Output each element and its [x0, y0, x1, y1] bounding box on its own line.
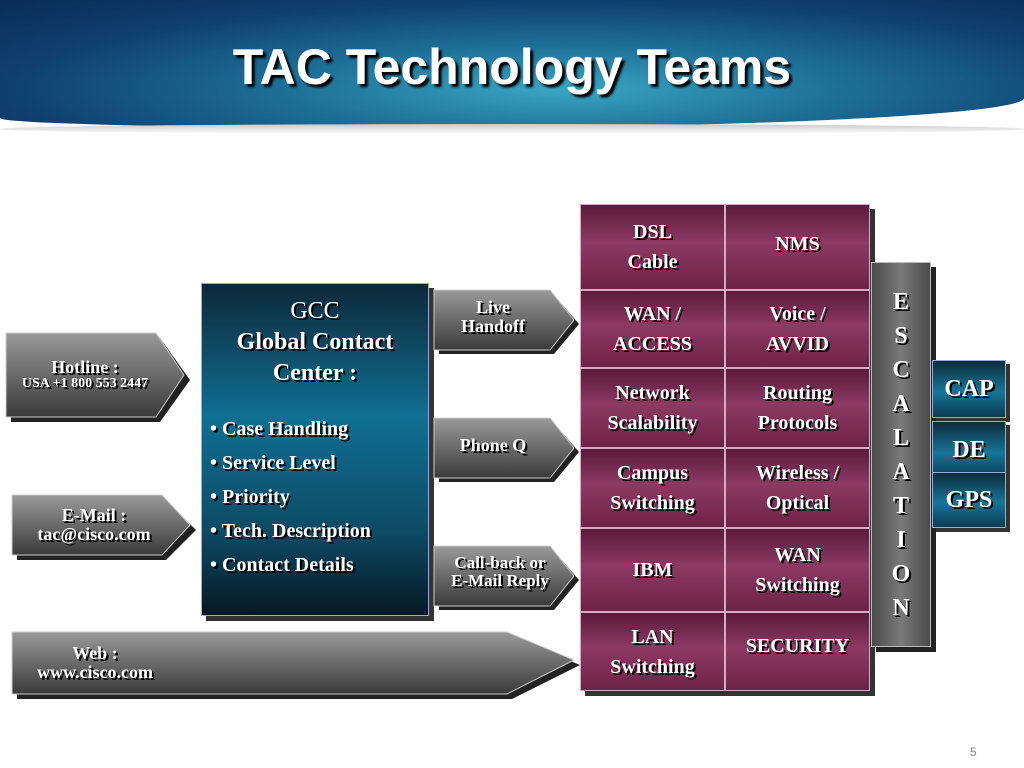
gcc-duties-list: Case Handling Service Level Priority Tec…: [210, 416, 371, 586]
web-arrow: Web : www.cisco.com: [11, 631, 580, 699]
phone-queue-arrow: Phone Q: [433, 417, 579, 482]
team-cell-wireless-optical: Wireless /Optical: [725, 448, 870, 528]
email-arrow: E-Mail : tac@cisco.com: [11, 494, 196, 560]
escalation-letter: L: [892, 425, 909, 451]
hotline-label: Hotline :: [51, 357, 119, 378]
team-cell-ibm: IBM: [580, 528, 725, 612]
list-item: Case Handling: [210, 416, 371, 450]
gcc-subheading: Global Contact: [236, 329, 394, 355]
slide-title: TAC Technology Teams: [232, 39, 792, 95]
email-address: tac@cisco.com: [37, 524, 151, 544]
callback-arrow: Call-back or E-Mail Reply: [433, 545, 579, 610]
escalation-letter: A: [892, 391, 910, 417]
list-item: Service Level: [210, 450, 371, 484]
escalation-target-gps: GPS: [932, 472, 1006, 528]
escalation-column: E S C A L A T I O N: [871, 262, 931, 647]
callback-label-2: E-Mail Reply: [451, 570, 549, 590]
web-url: www.cisco.com: [37, 662, 153, 682]
escalation-target-cap: CAP: [932, 360, 1006, 418]
escalation-letter: S: [894, 323, 908, 349]
escalation-letter: T: [892, 493, 909, 519]
live-handoff-arrow: Live Handoff: [433, 289, 579, 354]
phone-queue-label: Phone Q: [459, 435, 527, 455]
page-number: 5: [970, 745, 977, 759]
team-cell-wan-access: WAN /ACCESS: [580, 290, 725, 368]
hotline-number: USA +1 800 553 2447: [21, 376, 149, 392]
live-handoff-label-2: Handoff: [460, 315, 525, 336]
list-item: Tech. Description: [210, 518, 371, 552]
hotline-arrow: Hotline : USA +1 800 553 2447: [5, 332, 190, 422]
gcc-subheading-2: Center :: [272, 360, 358, 386]
escalation-letter: A: [892, 459, 910, 485]
web-label: Web :: [72, 643, 118, 664]
title-banner: [0, 0, 1024, 134]
escalation-letter: I: [896, 527, 906, 553]
escalation-letter: E: [892, 289, 909, 315]
live-handoff-label: Live: [476, 297, 510, 317]
escalation-letter: O: [891, 561, 911, 587]
email-label: E-Mail :: [61, 505, 127, 526]
gcc-heading: GCC: [290, 298, 340, 324]
team-cell-voice-avvid: Voice /AVVID: [725, 290, 870, 368]
escalation-letter: C: [892, 357, 910, 383]
list-item: Contact Details: [210, 552, 371, 586]
escalation-letter: N: [892, 595, 910, 621]
escalation-target-de: DE: [932, 421, 1006, 479]
gcc-panel: GCC Global Contact Center : Case Handlin…: [201, 283, 429, 616]
team-cell-security: SECURITY: [725, 612, 870, 691]
list-item: Priority: [210, 484, 371, 518]
team-cell-nms: NMS: [725, 204, 870, 290]
callback-label: Call-back or: [454, 553, 546, 572]
